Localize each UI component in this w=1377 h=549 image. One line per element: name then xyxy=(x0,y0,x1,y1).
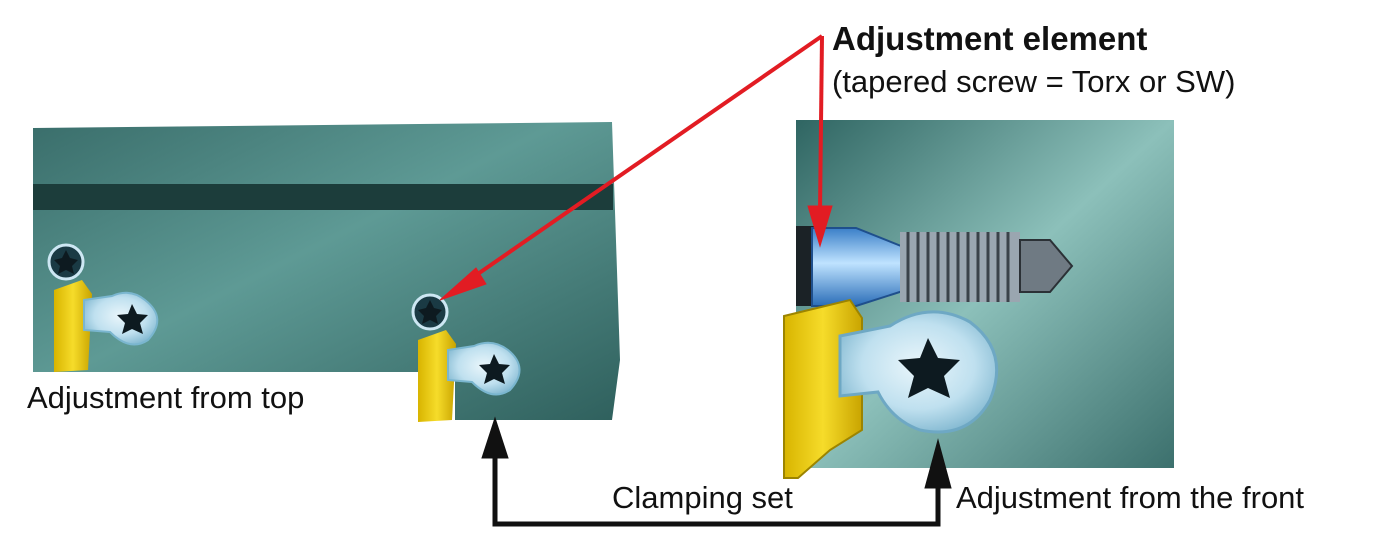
bracket-arrow xyxy=(481,416,952,527)
callout-arrows xyxy=(439,34,833,301)
clamping-unit-middle xyxy=(411,293,521,422)
adjustment-element-title: Adjustment element xyxy=(832,20,1147,57)
adjustment-element-subtitle: (tapered screw = Torx or SW) xyxy=(832,64,1235,99)
adjustment-from-front-label: Adjustment from the front xyxy=(956,480,1304,515)
arrowhead-icon xyxy=(439,267,487,301)
arrowhead-icon xyxy=(924,438,952,489)
groove xyxy=(33,184,613,210)
left-tool-body xyxy=(33,122,620,420)
insert-cartridge xyxy=(54,280,92,372)
clamping-unit-left xyxy=(47,243,159,372)
tapered-screw xyxy=(796,226,1074,307)
adjustment-from-top-label: Adjustment from top xyxy=(27,380,304,415)
arrowhead-icon xyxy=(481,416,509,459)
enlarged-clamp xyxy=(783,298,999,479)
arrowhead-icon xyxy=(807,205,833,248)
insert-cartridge xyxy=(418,330,456,422)
clamping-set-label: Clamping set xyxy=(612,480,793,515)
